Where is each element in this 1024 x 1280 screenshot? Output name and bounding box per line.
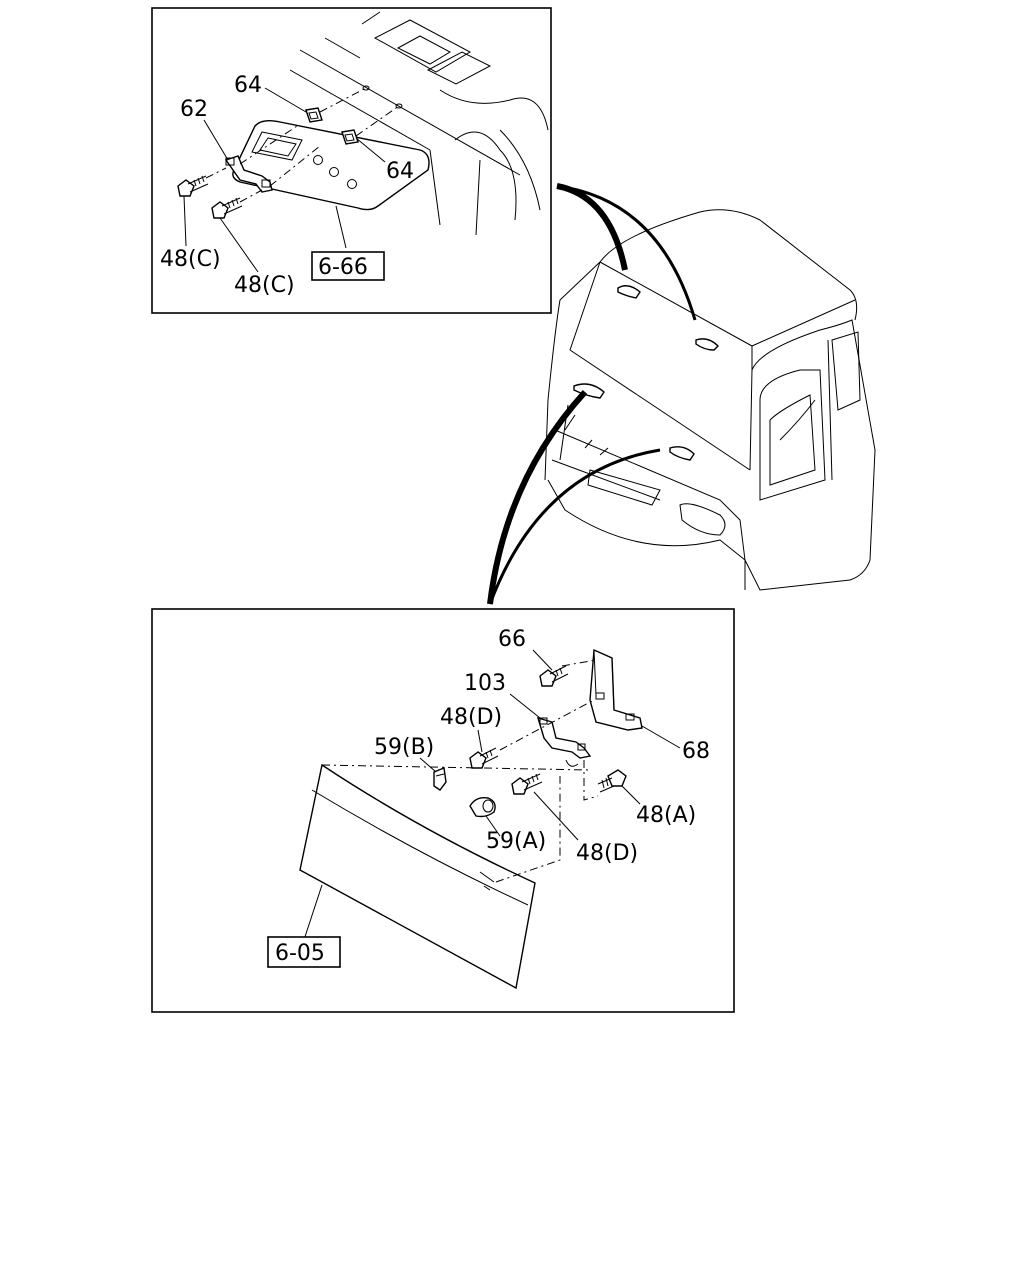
- clip-64-a: [305, 107, 323, 123]
- bolt-48c-right: [211, 197, 243, 219]
- label-48d-top: 48(D): [440, 705, 502, 730]
- label-48c-right: 48(C): [234, 273, 295, 298]
- label-62: 62: [180, 97, 208, 122]
- label-66: 66: [498, 627, 526, 652]
- label-68: 68: [682, 739, 710, 764]
- front-grille-panel: [299, 763, 536, 990]
- bracket-103: [536, 716, 592, 767]
- ref-box-6-66: [311, 251, 385, 281]
- label-64-right: 64: [386, 159, 414, 184]
- callout-arcs: [487, 183, 697, 605]
- roof-marker-lamp: [232, 119, 430, 211]
- bolt-48c-left: [177, 175, 209, 197]
- label-48c-left: 48(C): [160, 247, 221, 272]
- bolt-48a: [597, 769, 627, 793]
- ref-label-6-05: 6-05: [275, 941, 325, 966]
- label-48a: 48(A): [636, 803, 696, 828]
- cab-roof-sketch: [289, 11, 549, 236]
- clip-59a: [469, 796, 496, 818]
- clip-59b: [433, 767, 447, 791]
- bolt-48d-top: [469, 747, 499, 769]
- top-panel-frame: [151, 7, 552, 314]
- truck-cab-illustration: [544, 209, 876, 591]
- label-59b: 59(B): [374, 735, 434, 760]
- bolt-48d-bottom: [511, 773, 543, 795]
- label-103: 103: [464, 671, 506, 696]
- label-64-top: 64: [234, 73, 262, 98]
- bottom-detail-panel: 66 103 48(D) 59(B) 68 48(A) 59(A) 48(D) …: [151, 608, 735, 1013]
- label-48d-bottom: 48(D): [576, 841, 638, 866]
- ref-label-6-66: 6-66: [318, 255, 368, 280]
- bracket-68: [589, 648, 643, 731]
- bottom-panel-frame: [151, 608, 735, 1013]
- label-59a: 59(A): [486, 829, 546, 854]
- top-detail-panel: 64 62 64 48(C) 48(C) 6-66: [151, 7, 552, 314]
- clip-64-b: [341, 129, 359, 145]
- ref-box-6-05: [267, 936, 341, 968]
- bolt-66: [539, 665, 569, 687]
